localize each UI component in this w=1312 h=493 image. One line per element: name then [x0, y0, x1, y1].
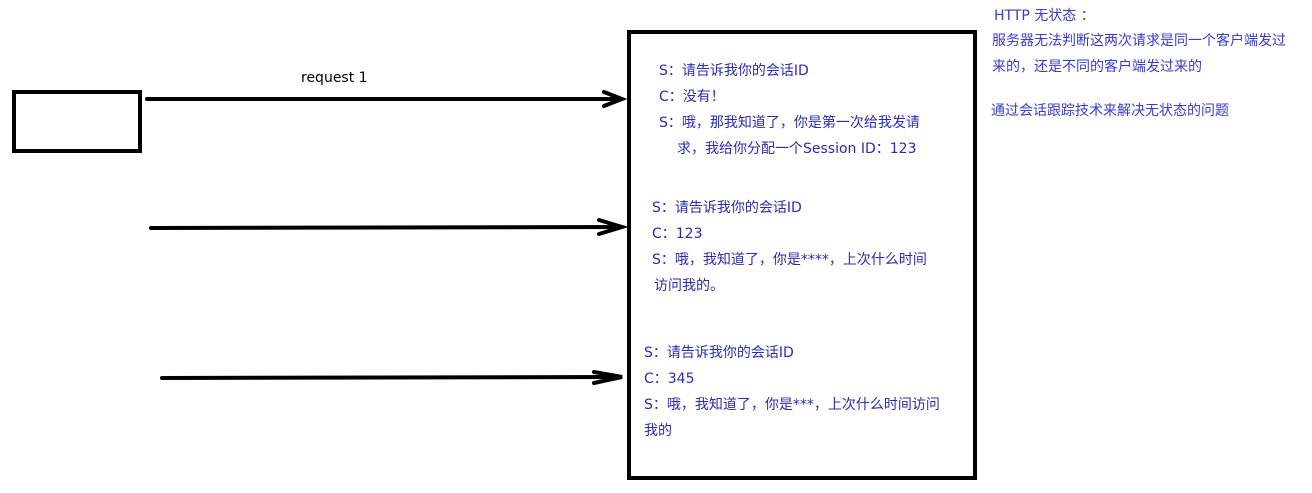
note-line-2: 来的，还是不同的客户端发过来的 — [992, 59, 1202, 75]
request-arrow-2 — [149, 225, 622, 230]
note-line-3: 通过会话跟踪技术来解决无状态的问题 — [991, 103, 1229, 119]
message-line: S：请告诉我你的会话ID — [652, 200, 802, 216]
note-line-1: 服务器无法判断这两次请求是同一个客户端发过 — [992, 33, 1286, 49]
request-arrow-3 — [160, 375, 622, 380]
note-title: HTTP 无状态 ： — [994, 8, 1095, 24]
client-box — [12, 90, 142, 153]
message-block-3: S：请告诉我你的会话ID C：345 S：哦，我知道了，你是***，上次什么时间… — [644, 340, 940, 444]
message-line: S：哦，那我知道了，你是第一次给我发请 — [659, 115, 920, 131]
message-line: C：123 — [652, 226, 703, 242]
message-line: C：没有！ — [659, 89, 725, 105]
message-line: S：请告诉我你的会话ID — [644, 345, 794, 361]
arrow-head-3 — [592, 370, 623, 385]
message-block-2: S：请告诉我你的会话ID C：123 S：哦，我知道了，你是****，上次什么时… — [652, 195, 927, 299]
message-line: S：请告诉我你的会话ID — [659, 63, 809, 79]
server-box — [627, 30, 977, 480]
arrow-head-2 — [597, 218, 629, 236]
message-line: S：哦，我知道了，你是****，上次什么时间 — [652, 252, 927, 268]
message-line: 求，我给你分配一个Session ID：123 — [677, 141, 917, 157]
message-block-1: S：请告诉我你的会话ID C：没有！ S：哦，那我知道了，你是第一次给我发请 求… — [659, 58, 920, 162]
message-line: C：345 — [644, 371, 695, 387]
message-line: 我的 — [644, 423, 672, 439]
message-line: 访问我的。 — [654, 278, 724, 294]
request-label: request 1 — [301, 70, 368, 86]
arrow-head-1 — [602, 90, 628, 108]
message-line: S：哦，我知道了，你是***，上次什么时间访问 — [644, 397, 940, 413]
